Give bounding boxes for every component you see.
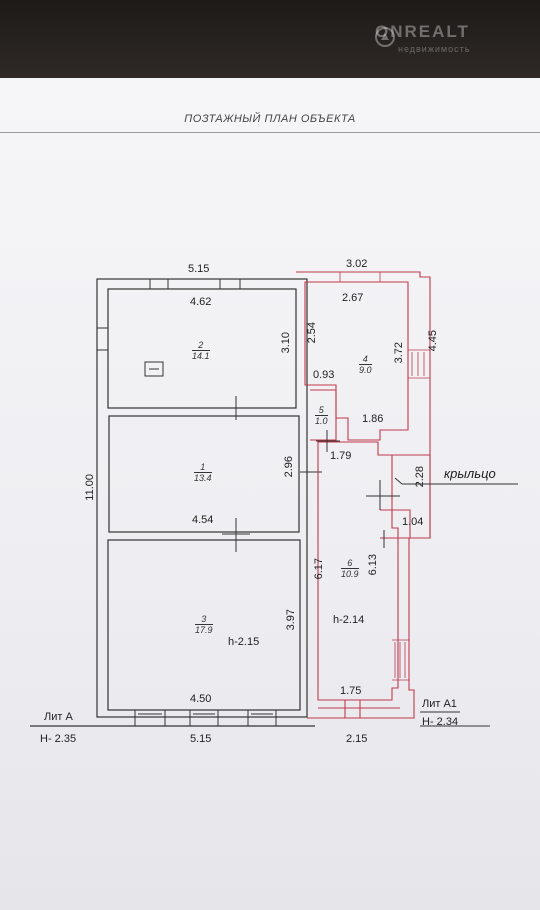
dim-left-total: 11.00: [84, 474, 96, 501]
dim-room6-height-left: 6.17: [313, 558, 325, 580]
dim-room6-width: 1.75: [340, 685, 362, 697]
title-underline: [0, 132, 540, 133]
lit-a-height: Н- 2.35: [40, 733, 77, 745]
photo-background: [0, 0, 540, 80]
dim-bottom-a: 5.15: [190, 733, 212, 745]
door-marks: [316, 430, 400, 548]
stove-icon: [144, 361, 164, 377]
dim-room1-height: 2.96: [283, 456, 295, 478]
dim-bottom-a1: 2.15: [346, 733, 368, 745]
dim-top-a1: 3.02: [346, 258, 368, 270]
watermark-sub: недвижимость: [398, 44, 471, 54]
dim-room2-height: 3.10: [280, 332, 292, 354]
lit-a-label: Лит А: [44, 711, 73, 723]
dim-room4-height-left: 2.54: [306, 322, 318, 344]
room-6-height: h-2.14: [333, 614, 365, 626]
dim-porch-height: 2.28: [414, 466, 426, 488]
dim-room4-width: 2.67: [342, 292, 364, 304]
lit-a-walls: [30, 278, 315, 727]
lit-a-windows: [97, 279, 322, 726]
lit-a1-height: Н- 2.34: [422, 716, 459, 728]
lit-a1-windows: [339, 272, 430, 681]
dim-room3-width: 4.50: [190, 693, 212, 705]
dim-1-79: 1.79: [330, 450, 352, 462]
dim-room6-height-right: 6.13: [367, 554, 379, 576]
dim-room2-width: 4.62: [190, 296, 212, 308]
lit-a1-label: Лит А1: [422, 698, 457, 710]
dim-room1-width: 4.54: [192, 514, 214, 526]
paper-sheet: [0, 78, 540, 910]
dim-room3-height: 3.97: [285, 609, 297, 631]
dim-porch-width: 1.04: [402, 516, 424, 528]
dim-room4-height-right: 3.72: [393, 342, 405, 364]
plan-title: ПОЗТАЖНЫЙ ПЛАН ОБЪЕКТА: [184, 113, 356, 125]
dim-1-86: 1.86: [362, 413, 384, 425]
room-3-height: h-2.15: [228, 636, 260, 648]
watermark-brand: ONREALT: [375, 22, 470, 41]
dim-top-a: 5.15: [188, 263, 210, 275]
dim-0-93: 0.93: [313, 369, 335, 381]
lit-a1-walls: [296, 271, 431, 719]
porch-label: крыльцо: [444, 466, 496, 481]
onrealt-logo-icon: [375, 27, 395, 47]
dim-a1-right: 4.45: [427, 330, 439, 352]
